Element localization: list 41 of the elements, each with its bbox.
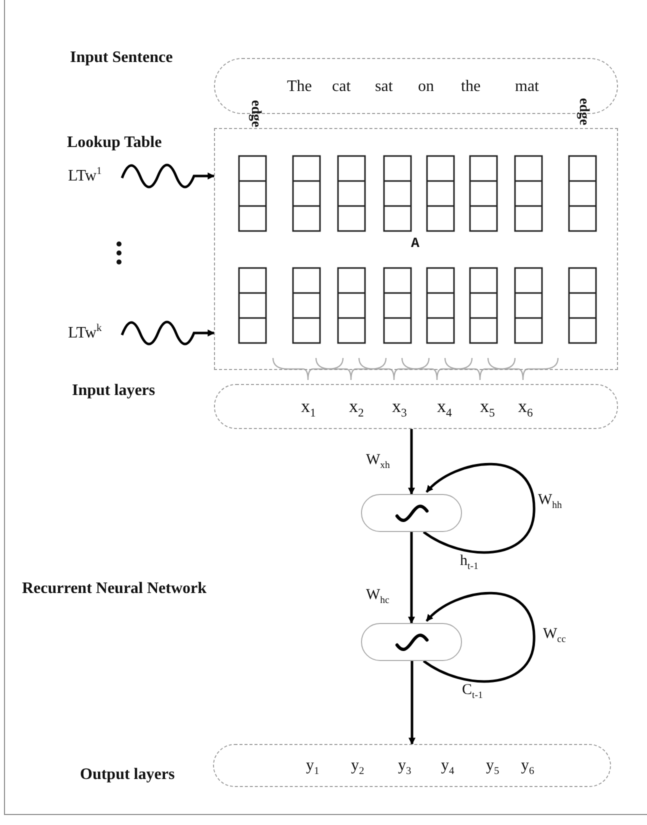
lookup-label: LTw$^{1}$ [68,166,102,185]
annotation-label: edge [576,98,591,126]
arrow [120,164,215,188]
section-heading: Output layers [80,766,175,784]
token-text: x$_{4}$ [437,397,452,420]
lookup-label: LTw$^{k}$ [68,323,102,342]
section-heading: Input Sentence [70,49,173,67]
token-text: A [411,237,420,252]
token-text: y$_{5}$ [486,757,500,778]
token-text: x$_{5}$ [480,397,495,420]
activation-unit [361,623,462,661]
token-text: The [287,78,312,96]
arrow [408,532,415,624]
token-text: x$_{1}$ [301,397,316,420]
arrow [120,320,215,346]
arrow [408,429,415,495]
annotation-label: C$_{t-1}$ [462,682,483,702]
annotation-label: h$_{t-1}$ [460,553,478,573]
token-text: y$_{1}$ [306,757,320,778]
layer-band [214,384,618,429]
token-text: x$_{6}$ [518,397,533,420]
token-text: cat [332,78,351,96]
section-heading: Recurrent Neural Network [22,580,207,598]
token-text: y$_{3}$ [398,757,412,778]
token-text: y$_{2}$ [351,757,364,778]
arrow [422,462,536,554]
token-text: sat [375,78,393,96]
token-text: y$_{6}$ [521,757,534,778]
section-heading: Input layers [72,382,156,400]
activation-unit [361,494,462,532]
token-text: on [418,78,434,96]
token-text: x$_{2}$ [349,397,364,420]
arrow [408,661,416,745]
arrow [422,592,536,683]
token-text: mat [515,78,539,96]
annotation-label: edge [248,100,263,128]
layer-band [213,744,611,787]
token-text: x$_{3}$ [392,397,407,420]
token-text: the [461,78,481,96]
section-heading: Lookup Table [67,134,162,152]
token-text: y$_{4}$ [441,757,454,778]
